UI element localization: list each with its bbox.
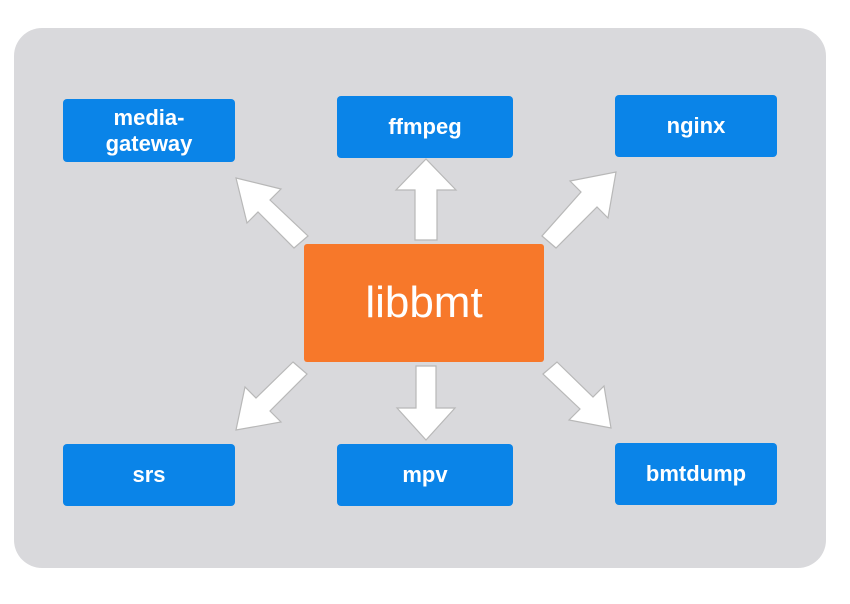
arrow-icon-mpv (395, 365, 457, 441)
libbmt-node: libbmt (304, 244, 544, 362)
nginx-node: nginx (615, 95, 777, 157)
mpv-label: mpv (402, 462, 448, 488)
ffmpeg-node: ffmpeg (337, 96, 513, 158)
nginx-label: nginx (666, 113, 726, 139)
srs-label: srs (132, 462, 166, 488)
bmtdump-node: bmtdump (615, 443, 777, 505)
arrow-icon-ffmpeg (394, 158, 458, 241)
media-gateway-node: media- gateway (63, 99, 235, 162)
ffmpeg-label: ffmpeg (388, 114, 462, 140)
libbmt-label: libbmt (365, 278, 483, 327)
media-gateway-label: media- gateway (105, 105, 193, 156)
arrow-icon-srs (235, 361, 308, 431)
srs-node: srs (63, 444, 235, 506)
bmtdump-label: bmtdump (645, 461, 747, 487)
arrow-icon-bmtdump (542, 361, 612, 429)
arrow-icon-nginx (541, 171, 617, 249)
mpv-node: mpv (337, 444, 513, 506)
arrow-icon-media-gateway (235, 177, 309, 249)
